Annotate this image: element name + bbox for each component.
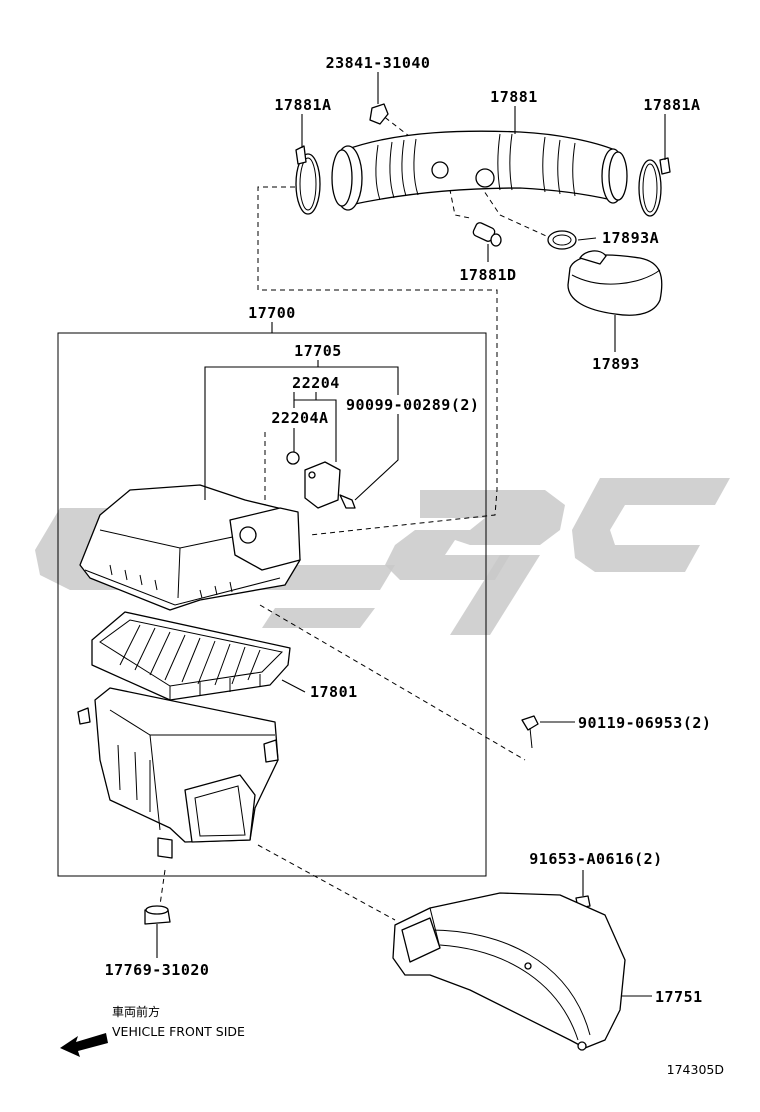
direction-label-japanese: 車両前方: [112, 1004, 160, 1019]
direction-label-english: VEHICLE FRONT SIDE: [112, 1024, 245, 1039]
part-label: 17893: [592, 355, 640, 373]
clip-23841: [369, 103, 389, 125]
leader-lines: [156, 72, 666, 997]
part-label: 17751: [655, 988, 703, 1006]
part-label: 17881: [490, 88, 538, 106]
air-duct-17751: [392, 892, 626, 1051]
diagram-id: 174305D: [667, 1062, 724, 1077]
dashed-reference-lines: [159, 111, 581, 1040]
part-label: 17893A: [602, 229, 659, 247]
air-cleaner-case: [77, 687, 279, 859]
vehicle-front-indicator: 車両前方 VEHICLE FRONT SIDE: [60, 1004, 245, 1057]
o-ring-22204a: [286, 451, 300, 465]
part-label: 91653-A0616(2): [529, 850, 662, 868]
front-arrow-icon: [60, 1033, 108, 1057]
part-label: 17881A: [274, 96, 331, 114]
part-label: 17700: [248, 304, 296, 322]
part-label: 90119-06953(2): [578, 714, 711, 732]
hose-clamp-left: [295, 145, 321, 215]
intake-hose: [331, 130, 628, 211]
part-label: 17881A: [643, 96, 700, 114]
part-label: 17769-31020: [105, 961, 210, 979]
screw-90099: [339, 494, 356, 509]
resonator-17893: [567, 250, 663, 316]
bolt-90119: [521, 715, 539, 749]
part-label: 90099-00289(2): [346, 396, 479, 414]
part-label: 23841-31040: [326, 54, 431, 72]
part-labels: 23841-31040 17881 17881A 17881A 17893A 1…: [105, 54, 711, 1006]
part-label: 17801: [310, 683, 358, 701]
air-cleaner-cap: [79, 484, 301, 611]
part-label: 17881D: [459, 266, 516, 284]
air-filter-element: [91, 611, 291, 701]
part-label: 17705: [294, 342, 342, 360]
clamp-17893a: [547, 230, 577, 250]
air-flow-meter-22204: [304, 461, 341, 509]
part-label: 22204A: [271, 409, 328, 427]
grommet-17769: [144, 905, 171, 925]
grommet-17881d: [472, 222, 502, 247]
part-label: 22204: [292, 374, 340, 392]
hose-clamp-right: [638, 157, 671, 217]
